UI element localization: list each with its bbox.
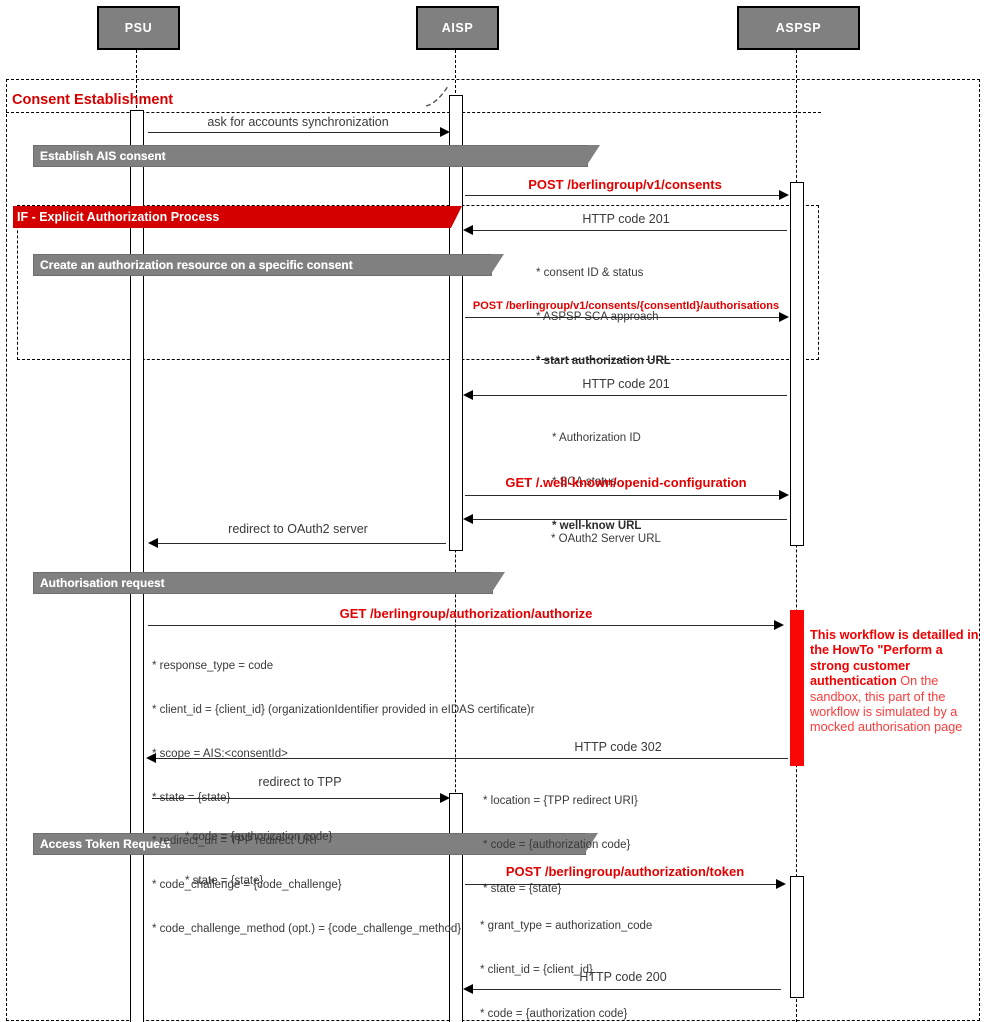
arrowhead-left <box>148 538 158 548</box>
message-label-post-token: POST /berlingroup/authorization/token <box>505 864 745 879</box>
section-authorisation-request[interactable]: Authorisation request <box>33 572 505 594</box>
note-line: * redirect_uri = TPP redirect URI <box>152 835 317 848</box>
if-bar-explicit-authorization[interactable]: IF - Explicit Authorization Process <box>13 206 462 228</box>
note-line: * response_type = code <box>152 660 274 673</box>
section-create-authorization-resource[interactable]: Create an authorization resource on a sp… <box>33 254 504 276</box>
message-line-ask-accounts-sync <box>148 132 448 133</box>
arrowhead-left <box>463 984 473 994</box>
actor-box-aisp[interactable]: AISP <box>416 6 499 50</box>
note-authorize-params: * response_type = code * client_id = {cl… <box>152 630 535 966</box>
arrowhead-right <box>440 793 450 803</box>
aisp-found-connector <box>425 85 449 107</box>
message-line-get-authorize <box>148 625 780 626</box>
actor-box-psu[interactable]: PSU <box>97 6 180 50</box>
note-line: * state = {state} <box>152 791 231 804</box>
section-label: Authorisation request <box>40 576 165 590</box>
note-token-params: * grant_type = authorization_code * clie… <box>480 890 652 1022</box>
annotation-strong-text: This workflow is detailled in the HowTo … <box>810 628 979 689</box>
note-line: * grant_type = authorization_code <box>480 920 653 933</box>
message-label-http-200: HTTP code 200 <box>579 970 667 984</box>
message-line-post-authorisations <box>465 317 787 318</box>
message-label-redirect-tpp: redirect to TPP <box>258 775 342 789</box>
activation-aspsp-sca-red <box>790 610 804 766</box>
section-access-token-request[interactable]: Access Token Request <box>33 833 598 855</box>
message-line-get-openid-config <box>465 495 787 496</box>
note-authorization-201: * Authorization ID * SCA status * well-k… <box>552 402 641 563</box>
message-line-http-201-auth <box>465 395 787 396</box>
section-label: Create an authorization resource on a sp… <box>40 258 353 272</box>
arrowhead-left <box>463 390 473 400</box>
message-label-http-201-consent: HTTP code 201 <box>582 212 670 226</box>
message-label-redirect-oauth2: redirect to OAuth2 server <box>228 522 368 536</box>
note-line: * code = {authorization code} <box>480 1007 628 1020</box>
note-line: * code_challenge_method (opt.) = {code_c… <box>152 922 462 935</box>
message-line-post-consents <box>465 195 787 196</box>
message-line-redirect-tpp <box>152 798 448 799</box>
frame-consent-establishment <box>6 79 980 1021</box>
note-line: * client_id = {client_id} <box>480 963 593 976</box>
note-line: * well-know URL <box>552 519 642 532</box>
note-redirect-tpp-params: * code = {authorization code} * state = … <box>185 801 332 918</box>
activation-aspsp-1 <box>790 182 804 546</box>
activation-psu-1 <box>130 110 144 1022</box>
message-label-post-authorisations: POST /berlingroup/v1/consents/{consentId… <box>472 300 780 312</box>
note-line: * code = {authorization code} <box>483 838 631 851</box>
note-line: * scope = AIS:<consentId> <box>152 747 288 760</box>
actor-label-aisp: AISP <box>441 21 474 35</box>
message-line-http-302 <box>148 758 788 759</box>
message-label-http-201-auth: HTTP code 201 <box>582 377 670 391</box>
message-label-get-authorize: GET /berlingroup/authorization/authorize <box>339 606 593 621</box>
frame-consent-title-separator <box>6 112 821 113</box>
note-line: * client_id = {client_id} (organizationI… <box>152 703 535 716</box>
message-line-http-200 <box>465 989 781 990</box>
section-establish-ais-consent[interactable]: Establish AIS consent <box>33 145 600 167</box>
actor-label-aspsp: ASPSP <box>775 21 822 35</box>
annotation-light-text: On the sandbox, this part of the workflo… <box>810 674 963 735</box>
annotation-sca-workflow: This workflow is detailled in the HowTo … <box>810 628 980 736</box>
message-line-redirect-oauth2 <box>152 543 446 544</box>
note-consent-201: * consent ID & status * ASPSP SCA approa… <box>536 237 671 398</box>
note-line: * code = {authorization code} <box>185 831 333 844</box>
message-line-http-201-consent <box>465 230 787 231</box>
note-line: * start authorization URL <box>536 354 671 367</box>
actor-box-aspsp[interactable]: ASPSP <box>737 6 860 50</box>
note-line: * state = {state} <box>185 874 264 887</box>
frame-explicit-authorization <box>17 205 819 360</box>
arrowhead-right <box>774 620 784 630</box>
if-bar-label: IF - Explicit Authorization Process <box>17 210 220 224</box>
message-label-http-302: HTTP code 302 <box>574 740 662 754</box>
message-label-post-consents: POST /berlingroup/v1/consents <box>528 177 722 192</box>
arrowhead-right <box>779 312 789 322</box>
note-line: * location = {TPP redirect URI} <box>483 795 638 808</box>
section-label: Establish AIS consent <box>40 149 166 163</box>
note-line: * SCA status <box>552 475 617 488</box>
note-oauth2-server-url: * OAuth2 Server URL <box>551 533 661 545</box>
activation-aspsp-2 <box>790 876 804 998</box>
arrowhead-left <box>463 225 473 235</box>
note-line: * Authorization ID <box>552 432 641 445</box>
note-line: * consent ID & status <box>536 267 644 280</box>
frame-consent-establishment-title: Consent Establishment <box>12 92 174 108</box>
arrowhead-right <box>779 190 789 200</box>
note-line: * code_challenge = {code_challenge} <box>152 879 342 892</box>
message-line-post-token <box>465 884 781 885</box>
message-label-get-openid-config: GET /.well-known/openid-configuration <box>505 475 747 490</box>
arrowhead-left <box>146 753 156 763</box>
note-line: * ASPSP SCA approach <box>536 310 659 323</box>
arrowhead-right <box>779 490 789 500</box>
message-label-ask-accounts-sync: ask for accounts synchronization <box>207 115 389 129</box>
arrowhead-right <box>776 879 786 889</box>
arrowhead-left <box>463 514 473 524</box>
arrowhead-right <box>440 127 450 137</box>
message-line-oauth2-server-url <box>465 519 787 520</box>
actor-label-psu: PSU <box>124 21 153 35</box>
note-line: * state = {state} <box>483 882 562 895</box>
section-label: Access Token Request <box>40 837 171 851</box>
note-redirect-302-params: * location = {TPP redirect URI} * code =… <box>483 765 638 926</box>
